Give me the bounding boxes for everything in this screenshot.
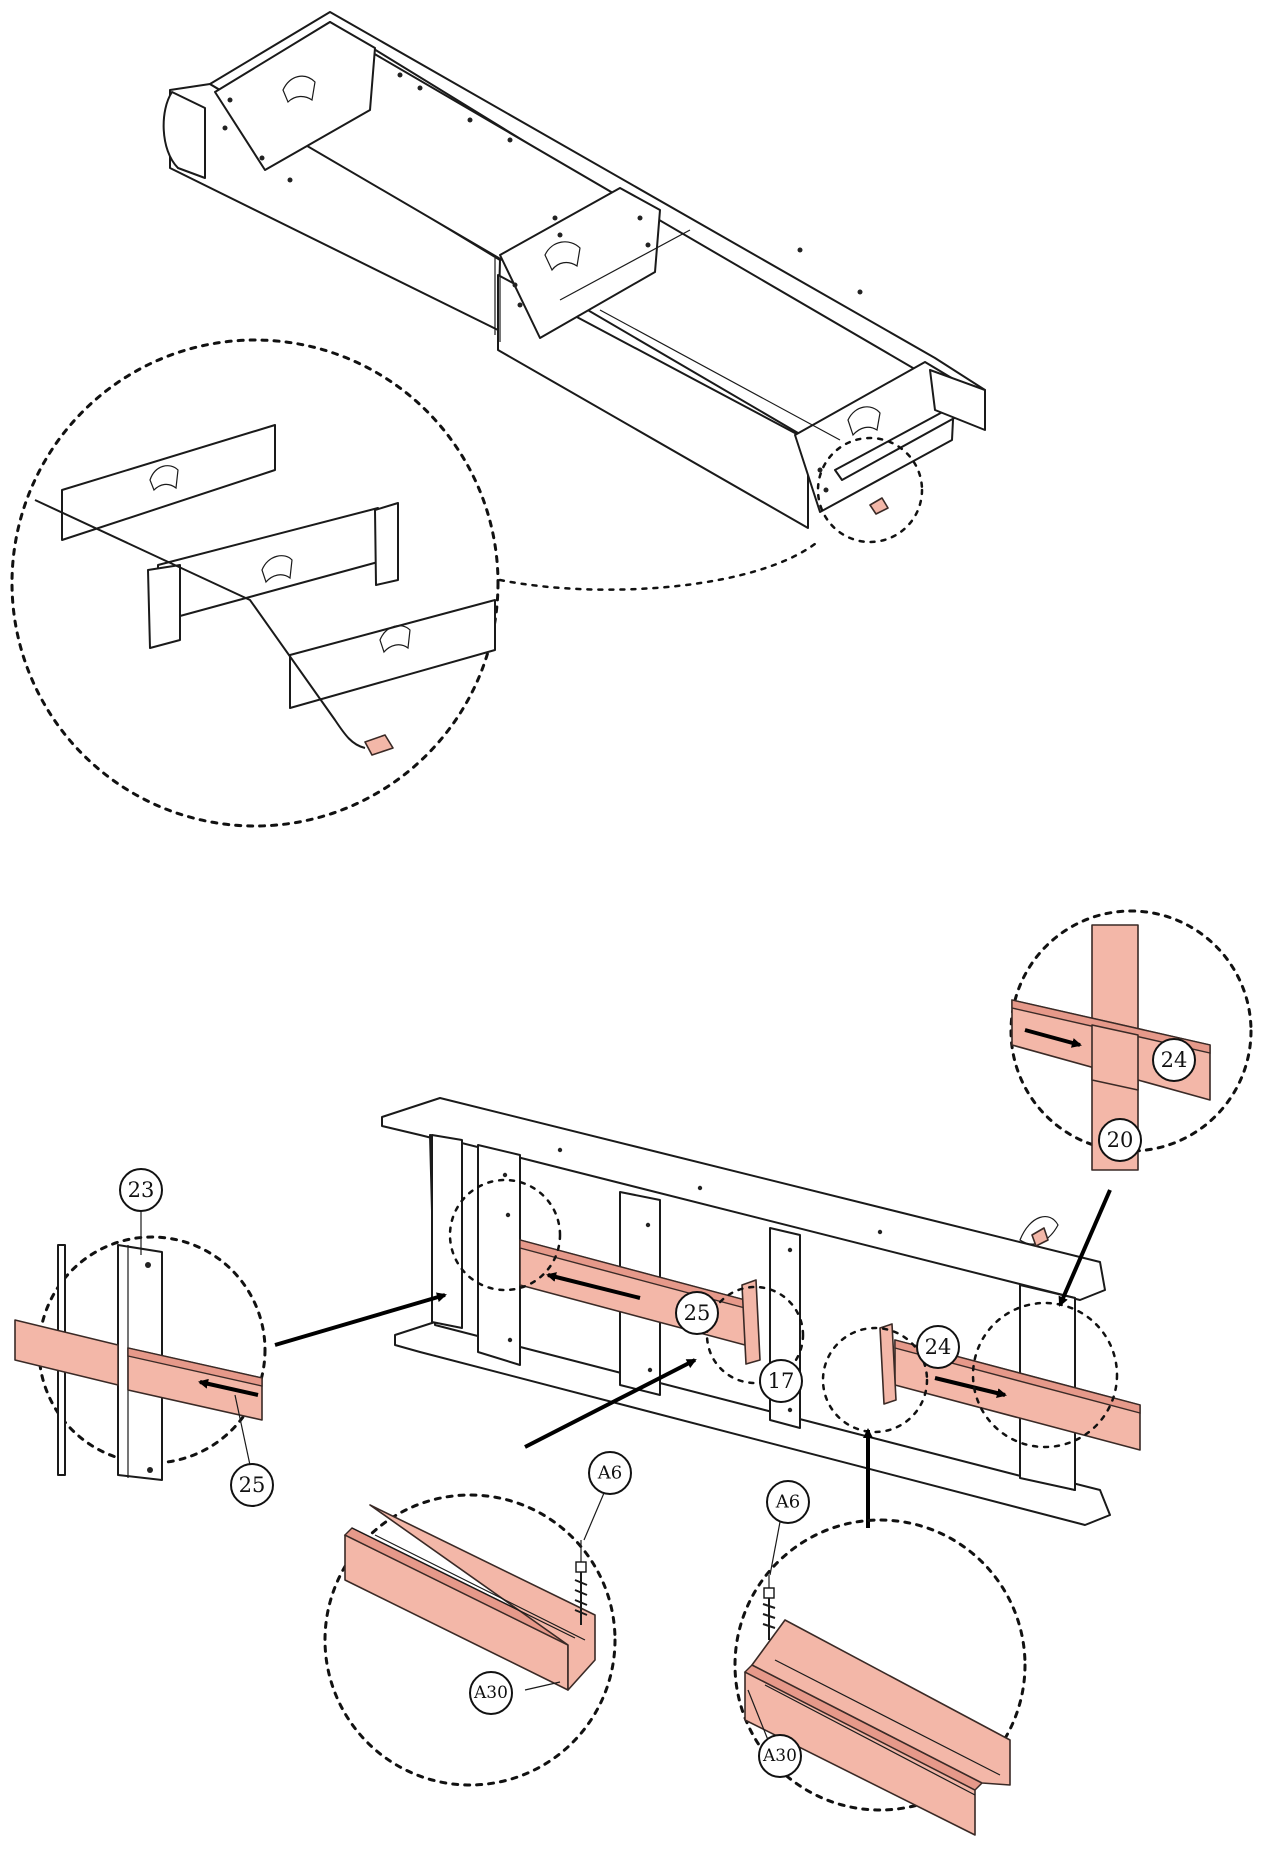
zoom-ring-right — [821, 1326, 929, 1434]
callout-a30-left: A30 — [469, 1671, 513, 1715]
svg-text:20: 20 — [1107, 1128, 1134, 1152]
callout-24-mid: 24 — [916, 1325, 960, 1369]
connector-plug-zoom — [364, 734, 394, 756]
screw-holes-top — [222, 72, 863, 493]
svg-text:A30: A30 — [762, 1746, 797, 1766]
svg-text:A6: A6 — [775, 1492, 800, 1513]
svg-text:17: 17 — [768, 1369, 795, 1393]
svg-text:25: 25 — [684, 1301, 711, 1325]
frame-left-lower-panel — [497, 274, 809, 529]
screw-a6-right — [762, 1575, 776, 1640]
callout-a6-left: A6 — [583, 1451, 632, 1541]
upright-left-a — [431, 1134, 463, 1329]
zoom-detail-23-25 — [14, 1235, 267, 1481]
svg-text:A6: A6 — [597, 1463, 622, 1484]
zoom-detail-a6-a30-left — [323, 1493, 617, 1787]
callout-23: 23 — [119, 1168, 163, 1255]
zoom-detail-a6-a30-right — [733, 1518, 1027, 1836]
callout-a6-right: A6 — [766, 1480, 810, 1576]
top-board — [381, 1097, 1106, 1301]
svg-text:24: 24 — [925, 1335, 952, 1359]
zoom-detail-cable-routing — [10, 338, 822, 828]
svg-text:23: 23 — [128, 1178, 155, 1202]
frame-assembly-top — [162, 11, 986, 544]
post-left-24 — [879, 1323, 897, 1405]
callout-25-mid: 25 — [675, 1291, 719, 1335]
upright-left-b — [477, 1144, 521, 1366]
zoom-ring-far-right — [971, 1301, 1119, 1449]
svg-text:A30: A30 — [473, 1683, 508, 1703]
rear-end-post — [929, 369, 986, 431]
zoom-ring-mid — [705, 1285, 805, 1385]
leader-arrows — [274, 1189, 1112, 1528]
callout-17: 17 — [759, 1359, 803, 1403]
svg-text:24: 24 — [1161, 1048, 1188, 1072]
zoom-ring-left — [448, 1178, 562, 1292]
divider-middle — [499, 187, 661, 339]
frame-assembly-bottom — [381, 1097, 1141, 1526]
post-17 — [741, 1279, 761, 1365]
callout-20: 20 — [1098, 1118, 1142, 1162]
zoom-ring-top-small — [816, 436, 924, 544]
screw-holes-bottom — [502, 1147, 883, 1413]
part-25-rail-zoom-a — [14, 1319, 119, 1386]
callout-a30-right: A30 — [758, 1734, 802, 1778]
callout-25-left: 25 — [230, 1394, 274, 1507]
svg-text:25: 25 — [239, 1473, 266, 1497]
callout-24-top: 24 — [1152, 1038, 1196, 1082]
frame-front-rounded-end — [162, 91, 206, 179]
divider-front — [214, 21, 376, 171]
screw-a6-left — [574, 1540, 588, 1625]
connector-plug-top — [869, 497, 889, 515]
